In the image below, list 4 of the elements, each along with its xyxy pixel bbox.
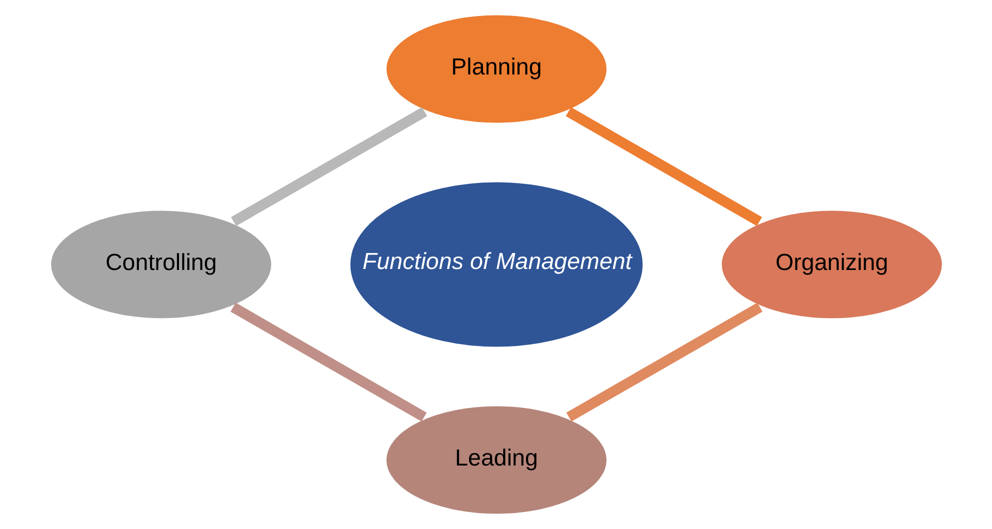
connector xyxy=(230,302,426,422)
connector xyxy=(566,302,762,422)
connector xyxy=(230,107,427,226)
connector xyxy=(565,107,762,226)
